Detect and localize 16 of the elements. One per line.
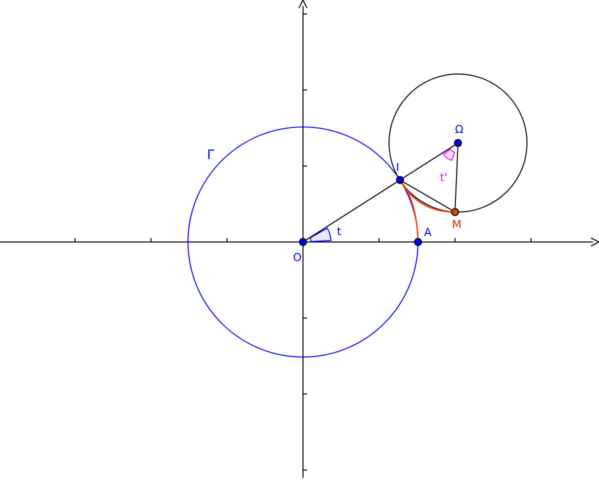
point	[396, 176, 404, 184]
angle-label: t'	[440, 172, 448, 184]
point-label: Ω	[455, 124, 464, 136]
point-label: A	[424, 227, 432, 239]
segment	[402, 144, 456, 178]
segment	[454, 146, 458, 208]
point-label: M	[452, 219, 462, 231]
circle-label: Γ	[207, 150, 214, 162]
angle-label: t	[337, 226, 342, 238]
point	[414, 238, 422, 246]
point-label: O	[293, 252, 302, 264]
point	[454, 139, 462, 147]
point	[451, 208, 459, 216]
segment	[306, 182, 398, 240]
point	[299, 238, 307, 246]
point-label: I	[396, 162, 400, 174]
